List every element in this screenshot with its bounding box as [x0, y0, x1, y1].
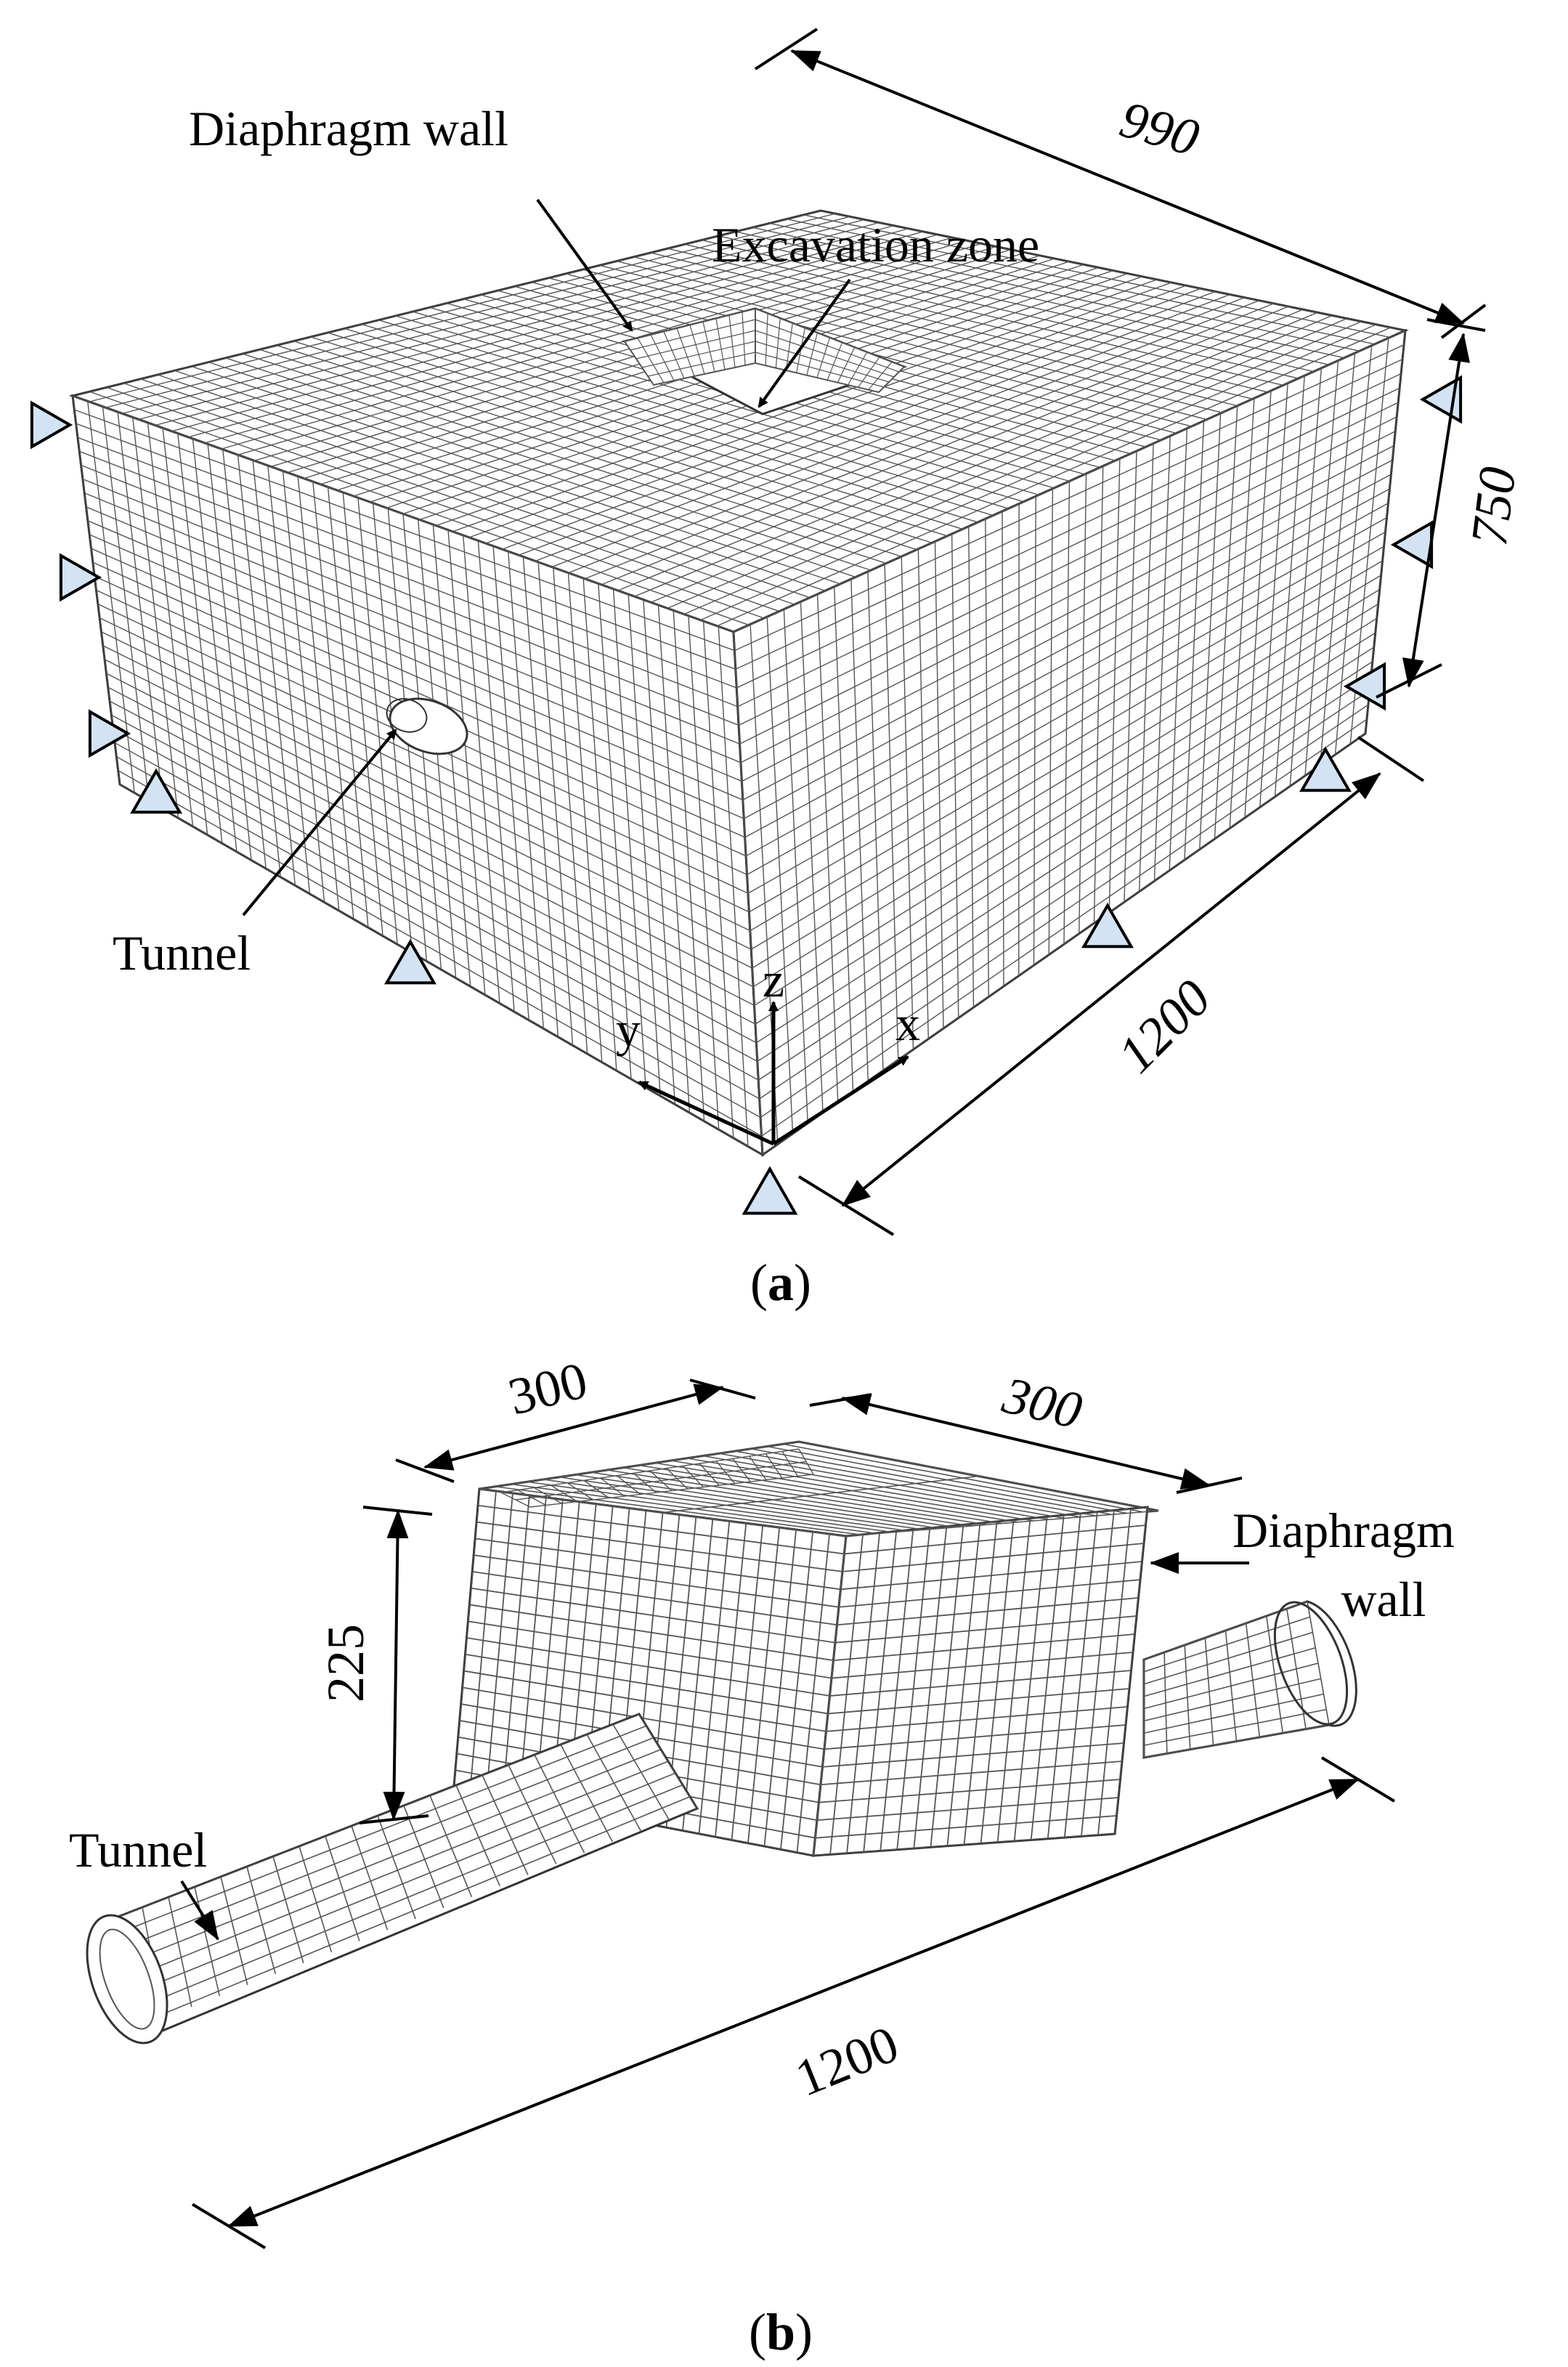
diaphragm-wall-label-b-line1: Diaphragm [1232, 1503, 1455, 1558]
dimension-225-label: 225 [317, 1624, 375, 1702]
support-triangle [88, 709, 131, 758]
dimension-1200-b-label: 1200 [787, 2015, 906, 2108]
support-triangle [742, 1166, 798, 1215]
tunnel-leader-b [180, 1880, 219, 1941]
dimension-300-front-label: 300 [503, 1351, 593, 1426]
left-face-mesh [73, 396, 763, 1155]
axis-x-label: x [895, 996, 920, 1051]
dimension-300-side-label: 300 [997, 1365, 1087, 1440]
tunnel-left-segment [86, 1713, 699, 2045]
diaphragm-wall-leader [536, 198, 633, 332]
diaphragm-wall-label: Diaphragm wall [189, 101, 508, 156]
axis-y-label: y [616, 1002, 641, 1057]
tunnel-label-a: Tunnel [113, 925, 251, 981]
excavation-zone-label: Excavation zone [712, 217, 1039, 272]
support-triangle [384, 938, 436, 985]
support-triangle [130, 768, 182, 814]
dimension-1200-a-label: 1200 [1107, 969, 1222, 1084]
tunnel-right-segment [1142, 1600, 1357, 1759]
tunnel-leader-a [242, 728, 397, 917]
dimension-225: 225 [317, 1506, 433, 1824]
support-triangle [1343, 662, 1386, 711]
tunnel-opening [386, 697, 468, 755]
tunnel-label-b: Tunnel [69, 1822, 207, 1877]
figure-b: 300 300 225 1200 Diaphragm wall Tunnel [69, 1351, 1455, 2361]
support-triangle [30, 400, 73, 450]
caption-a: (a) [750, 1254, 811, 1312]
support-triangle [59, 553, 102, 602]
diaphragm-wall-label-b-line2: wall [1341, 1572, 1426, 1627]
dimension-750: 750 [1376, 318, 1527, 699]
caption-b: (b) [749, 2303, 813, 2361]
support-triangle [1390, 520, 1434, 569]
dimension-990-label: 990 [1114, 90, 1206, 168]
dimension-750-label: 750 [1460, 464, 1527, 549]
figure-a: z x y Diaphragm wall Excavation zone Tun… [30, 28, 1527, 1312]
excavation-pit [621, 307, 908, 415]
axis-z-label: z [763, 952, 784, 1007]
